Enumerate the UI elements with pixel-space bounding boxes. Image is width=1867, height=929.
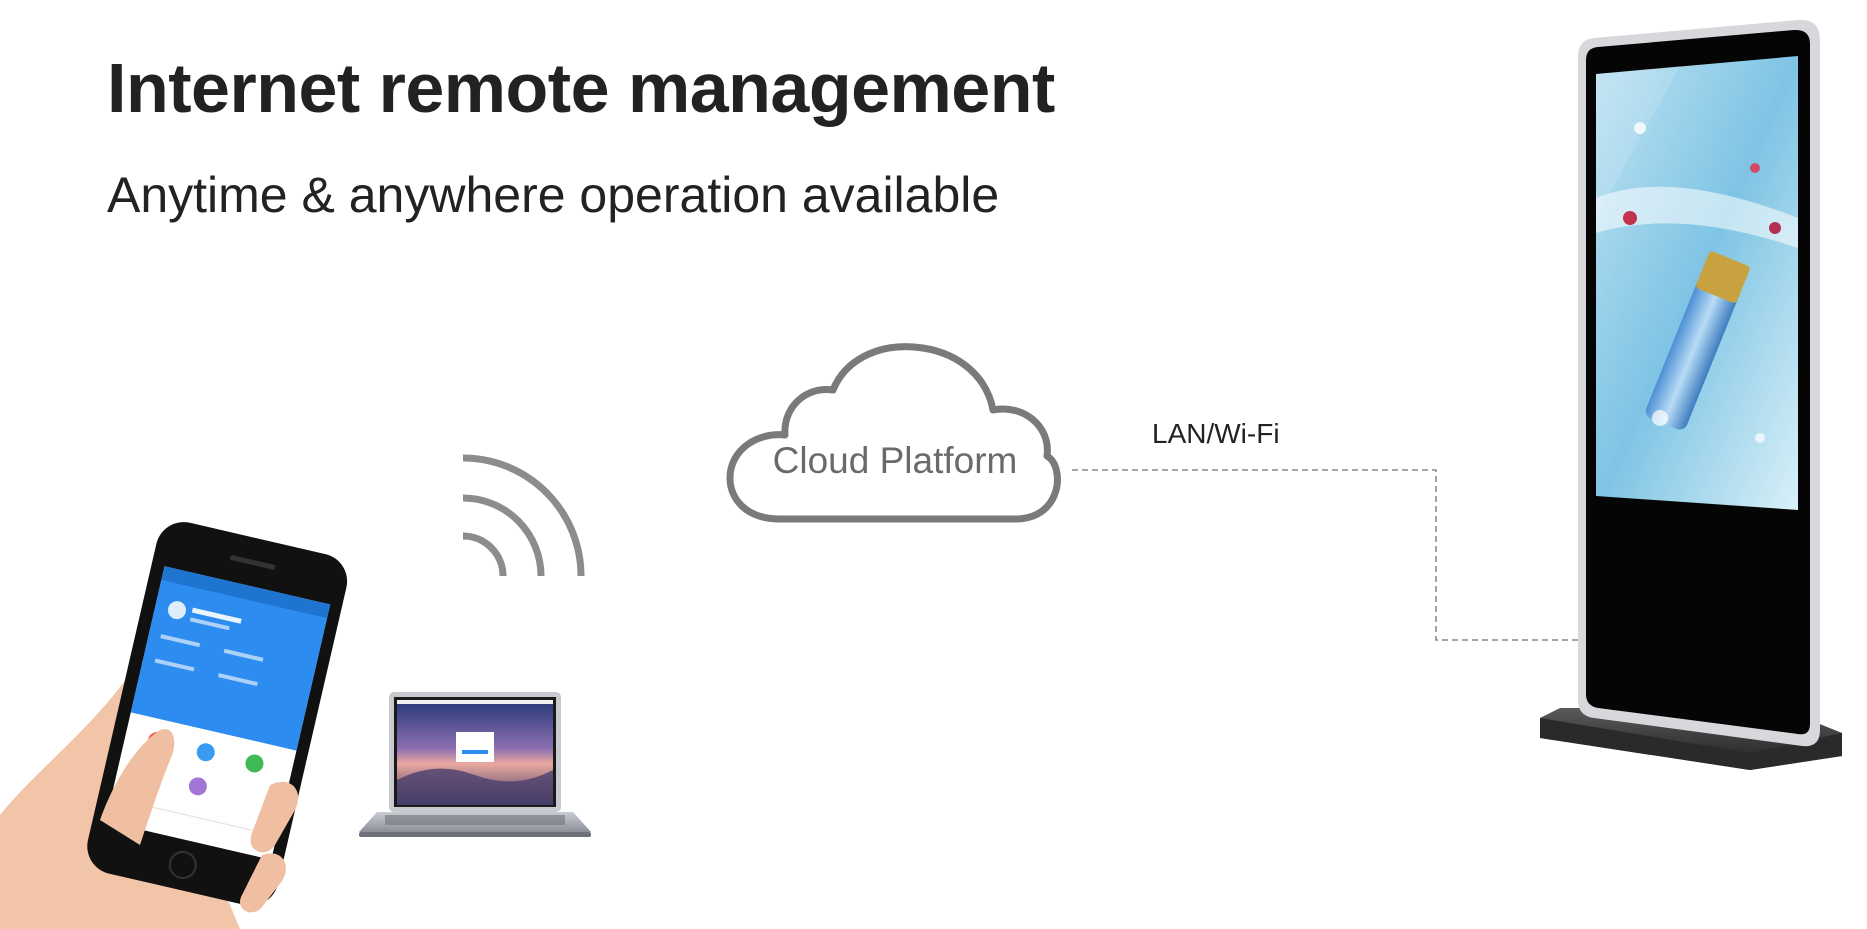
wireless-signal-icon — [462, 454, 585, 577]
connection-label: LAN/Wi-Fi — [1152, 418, 1280, 449]
digital-signage-kiosk-icon — [1540, 19, 1842, 770]
cloud-platform: Cloud Platform — [725, 338, 1065, 528]
connection-line — [1072, 469, 1584, 641]
page-title: Internet remote management — [107, 49, 1055, 127]
laptop-icon — [359, 692, 591, 837]
cloud-label: Cloud Platform — [772, 440, 1018, 481]
smartphone-in-hand-icon — [0, 522, 348, 929]
cloud-icon — [726, 343, 1061, 523]
page-subtitle: Anytime & anywhere operation available — [107, 167, 1000, 223]
